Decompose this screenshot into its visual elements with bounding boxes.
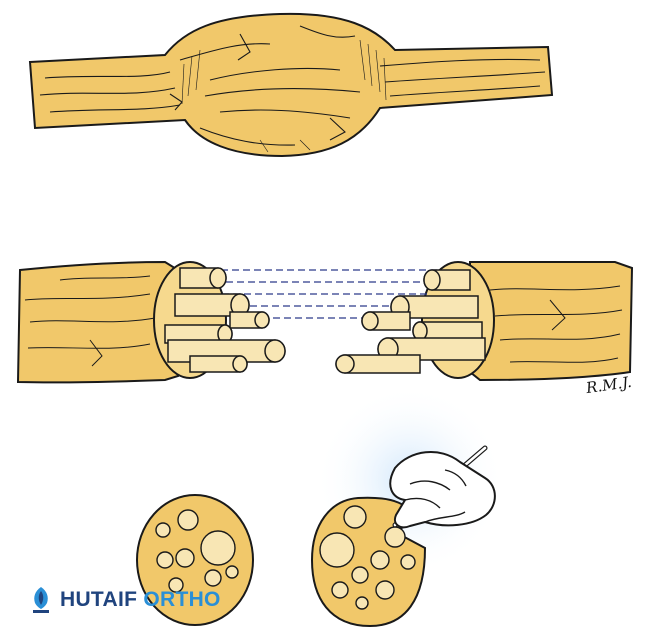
hand-finger-lines xyxy=(404,469,467,523)
right-fascicle-end xyxy=(335,354,355,374)
brand-name-part1: HUTAIF xyxy=(60,588,138,611)
right-stump-body xyxy=(469,260,634,382)
left-fascicle-end xyxy=(264,339,286,363)
left-cross-section xyxy=(136,494,254,626)
right-cross-section-fascicles xyxy=(319,505,416,610)
watermark: HUTAIF ORTHO xyxy=(30,585,221,615)
fascicle-circle xyxy=(168,577,184,593)
fascicle-circle xyxy=(343,505,367,529)
left-stump-texture xyxy=(24,275,156,367)
nerve-with-neuroma-body xyxy=(28,12,554,158)
neuroma-nerve xyxy=(28,12,554,158)
hutaif-ortho-logo-icon xyxy=(33,587,49,613)
brand-name-part2: ORTHO xyxy=(137,588,221,611)
left-fascicles xyxy=(164,267,286,373)
fascicle-circle xyxy=(225,565,239,579)
fascicle-circle xyxy=(400,554,416,570)
fascicle-circle xyxy=(331,581,349,599)
right-fascicle-end xyxy=(361,311,379,331)
left-fascicle-end xyxy=(232,355,248,373)
left-cross-section-fascicles xyxy=(155,509,239,593)
right-fascicle-end xyxy=(423,269,441,291)
left-fascicle-end xyxy=(209,267,227,289)
neuroma-texture-lines xyxy=(39,25,546,146)
fascicle-circle xyxy=(370,550,390,570)
fascicle-circle xyxy=(156,551,174,569)
neuroma-hatching xyxy=(181,39,387,153)
fascicle-circle xyxy=(155,522,171,538)
hand-holding-pen-icon xyxy=(389,445,496,529)
fascicle-circle xyxy=(200,530,236,566)
fascicle-circle xyxy=(384,526,406,548)
right-fascicles xyxy=(335,269,486,374)
hand-shape xyxy=(389,450,496,529)
left-fascicle-end xyxy=(254,311,270,329)
fascicle-circle xyxy=(355,596,369,610)
fascicle-circle xyxy=(175,548,195,568)
fascicle-alignment-guides xyxy=(210,269,440,319)
fascicle-circle xyxy=(375,580,395,600)
brand-name: HUTAIF ORTHO xyxy=(60,588,221,612)
fascicle-circle xyxy=(204,569,222,587)
fascicle-circle xyxy=(319,532,355,568)
fascicle-circle xyxy=(177,509,199,531)
fascicle-circle xyxy=(351,566,369,584)
right-stump-texture xyxy=(489,285,623,363)
